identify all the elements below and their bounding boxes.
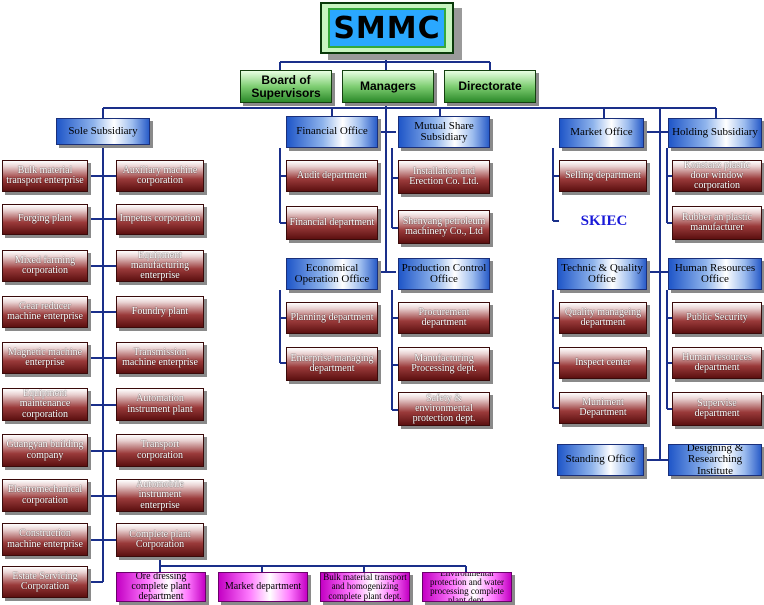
- mutual-item-0: Installation and Erection Co. Ltd.: [398, 160, 490, 194]
- sole-left-node-5: Equipment maintenance corporation: [2, 388, 88, 421]
- production-item-2: Safety & environmental protection dept.: [398, 392, 490, 426]
- sole-left-node-4: Magnetic machine enterprise: [2, 342, 88, 374]
- title-box: SMMC: [320, 2, 454, 54]
- sole-subsidiary-header: Sole Subsidiary: [56, 118, 150, 145]
- managers-node: Managers: [342, 70, 434, 103]
- sole-left-node-6: Guangyan building company: [2, 434, 88, 467]
- complete-plant-dept-2: Bulk material transport and homogenizing…: [320, 572, 410, 602]
- sole-left-node-8: Construction machine enterprise: [2, 523, 88, 556]
- hr-item-0: Public Security: [672, 302, 762, 334]
- skiec-brand: SKIEC: [580, 212, 628, 229]
- financial-office-header: Financial Office: [286, 116, 378, 148]
- economical-item-0: Planning department: [286, 302, 378, 334]
- standing-office-node: Standing Office: [557, 444, 644, 476]
- sole-left-node-9: Estate Servicing Corporation: [2, 566, 88, 598]
- designing-institute-node: Designing & Researching Institute: [668, 444, 762, 476]
- production-office-header: Production Control Office: [398, 258, 490, 290]
- production-item-1: Manufacturing Processing dept.: [398, 347, 490, 381]
- sole-right-node-5: Automation instrument plant: [116, 388, 204, 421]
- technic-item-1: Inspect center: [559, 347, 647, 379]
- mutual-item-1: Shenyang petroleum machinery Co., Ltd: [398, 210, 490, 244]
- sole-left-node-7: Electromechanical corporation: [2, 479, 88, 512]
- directorate-node: Directorate: [444, 70, 536, 103]
- sole-left-node-1: Forging plant: [2, 204, 88, 235]
- economical-item-1: Enterprise managing department: [286, 347, 378, 381]
- technic-item-0: Quality manageing department: [559, 302, 647, 334]
- market-item-0: Selling department: [559, 160, 647, 192]
- hr-item-2: Supervise department: [672, 392, 762, 426]
- sole-left-node-3: Gear reducer machine enterprise: [2, 296, 88, 328]
- market-office-header: Market Office: [559, 118, 644, 148]
- human-resources-header: Human Resources Office: [668, 258, 762, 290]
- production-item-0: Procurement department: [398, 302, 490, 334]
- complete-plant-dept-3: Environmental protection and water proce…: [422, 572, 512, 602]
- financial-item-0: Audit department: [286, 160, 378, 192]
- sole-right-node-0: Auxiliary machine corporation: [116, 160, 204, 192]
- title-inner: SMMC: [328, 8, 446, 48]
- sole-left-node-2: Mixed farming corporation: [2, 250, 88, 282]
- mutual-share-header: Mutual Share Subsidiary: [398, 116, 490, 148]
- sole-right-node-1: Impetus corporation: [116, 204, 204, 235]
- sole-right-node-7: Automobile instrument enterprise: [116, 479, 204, 512]
- complete-plant-dept-0: Ore dressing complete plant department: [116, 572, 206, 602]
- technic-quality-header: Technic & Quality Office: [557, 258, 647, 290]
- holding-subsidiary-header: Holding Subsidiary: [668, 118, 762, 148]
- sole-right-node-4: Transmission machine enterprise: [116, 342, 204, 374]
- sole-left-node-0: Bulk material transport enterprise: [2, 160, 88, 192]
- complete-plant-dept-1: Market department: [218, 572, 308, 602]
- sole-right-node-6: Transport corporation: [116, 434, 204, 467]
- board-of-supervisors-node: Board of Supervisors: [240, 70, 332, 103]
- financial-item-1: Financial department: [286, 206, 378, 240]
- economical-office-header: Economical Operation Office: [286, 258, 378, 290]
- technic-item-2: Muniment Department: [559, 392, 647, 424]
- sole-right-node-3: Foundry plant: [116, 296, 204, 328]
- holding-item-1: Rubber an plastic manufacturer: [672, 206, 762, 240]
- sole-right-node-8: Complete plant Corporation: [116, 523, 204, 557]
- hr-item-1: Human resources department: [672, 347, 762, 379]
- chart-title: SMMC: [333, 10, 441, 46]
- sole-right-node-2: Equipment manufacturing enterprise: [116, 250, 204, 282]
- holding-item-0: Konstanz plastic door window corporation: [672, 160, 762, 192]
